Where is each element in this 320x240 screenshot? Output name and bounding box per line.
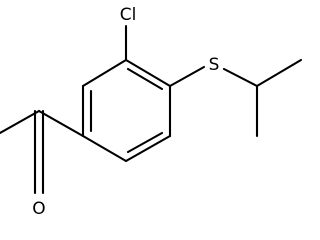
atom-label-sulfur: S (209, 55, 220, 75)
atom-label-oxygen: O (32, 199, 45, 219)
atom-labels: Cl S O (32, 5, 219, 219)
bond-s-ch (222, 67, 259, 88)
bond-c2-s (168, 65, 206, 88)
atom-label-chlorine: Cl (120, 5, 137, 25)
ring-bond-c1-c2 (124, 58, 172, 88)
bond-carbonyl-methyl (0, 109, 41, 135)
bonds (0, 24, 303, 195)
molecule-structure-diagram: Cl S O (0, 5, 303, 219)
ring-bond-c6-c1 (81, 58, 128, 88)
bond-c5-carbonyl-c (37, 109, 85, 138)
ring-bond-c4-c5 (81, 134, 128, 163)
ring-bond-c3-c4 (124, 134, 172, 163)
ring-double-bond-inner-c3-c4 (126, 131, 164, 154)
bond-ch-ch3-top (255, 58, 303, 88)
ring-double-bond-inner-c1-c2 (126, 67, 164, 91)
